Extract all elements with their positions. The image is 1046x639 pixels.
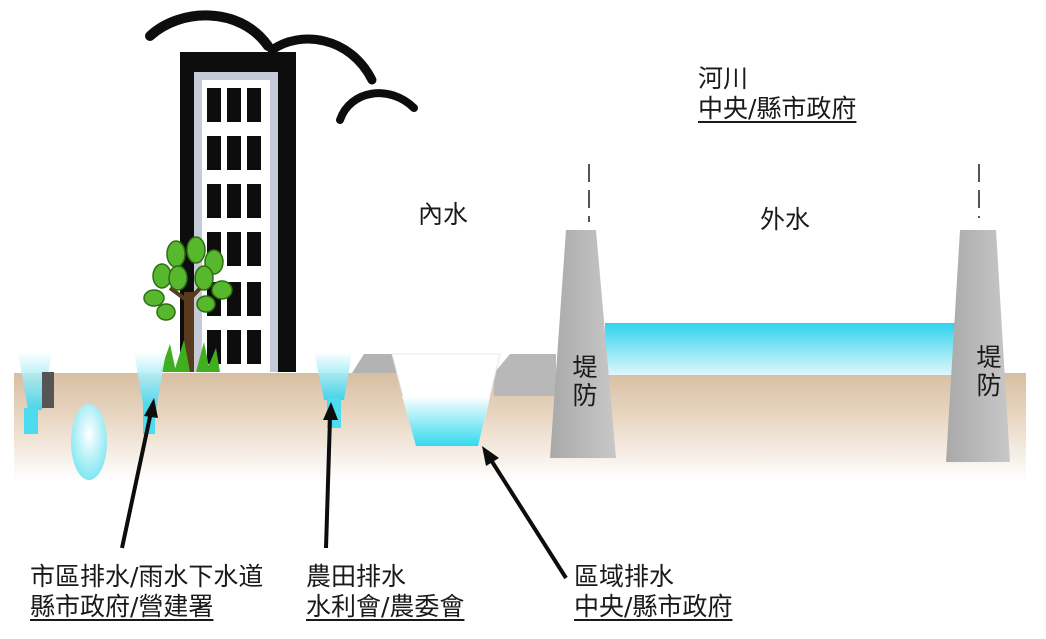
arrow-urban-head bbox=[144, 398, 158, 418]
arrow-urban bbox=[120, 411, 153, 549]
inner-water-label: 內水 bbox=[418, 200, 469, 229]
river-water bbox=[605, 323, 955, 375]
outer-water-label: 外水 bbox=[760, 205, 811, 234]
arrows bbox=[120, 398, 568, 580]
levee-left bbox=[550, 230, 616, 458]
cloud-arcs bbox=[145, 10, 418, 124]
arrow-farm-head bbox=[323, 402, 338, 420]
arrow-regional bbox=[489, 458, 568, 580]
farm-drainage-line1: 農田排水 bbox=[306, 562, 407, 591]
levee-right-char-1: 堤 bbox=[976, 343, 1002, 372]
levee-right-char-2: 防 bbox=[976, 371, 1002, 400]
urban-drainage-line2: 縣市政府/營建署 bbox=[30, 592, 214, 621]
river-label-line2: 中央/縣市政府 bbox=[698, 94, 857, 123]
urban-drainage-label: 市區排水/雨水下水道 縣市政府/營建署 bbox=[30, 562, 263, 622]
river-label: 河川 中央/縣市政府 bbox=[698, 64, 856, 124]
drain-pipe-section bbox=[71, 404, 107, 480]
bank-slope-left bbox=[352, 354, 398, 373]
regional-drainage-label: 區域排水 中央/縣市政府 bbox=[574, 562, 732, 622]
farm-drainage-line2: 水利會/農委會 bbox=[306, 592, 465, 621]
regional-drainage-line1: 區域排水 bbox=[574, 562, 675, 591]
farm-drainage-label: 農田排水 水利會/農委會 bbox=[306, 562, 464, 622]
tree bbox=[143, 236, 233, 372]
river-label-line1: 河川 bbox=[698, 64, 749, 93]
levee-left-char-1: 堤 bbox=[572, 353, 598, 382]
drain-funnel-1 bbox=[18, 352, 54, 434]
regional-drainage-water bbox=[402, 396, 490, 446]
levee-left-label: 堤 防 bbox=[570, 354, 600, 410]
regional-drainage-line2: 中央/縣市政府 bbox=[574, 592, 733, 621]
building bbox=[180, 52, 296, 372]
levee-left-char-2: 防 bbox=[572, 381, 598, 410]
bank-slope-right bbox=[494, 354, 556, 396]
arrow-regional-head bbox=[482, 446, 499, 466]
urban-drainage-line1: 市區排水/雨水下水道 bbox=[30, 562, 264, 591]
levee-right bbox=[946, 230, 1010, 462]
arrow-farm bbox=[324, 417, 332, 549]
levee-right-label: 堤 防 bbox=[974, 344, 1004, 400]
